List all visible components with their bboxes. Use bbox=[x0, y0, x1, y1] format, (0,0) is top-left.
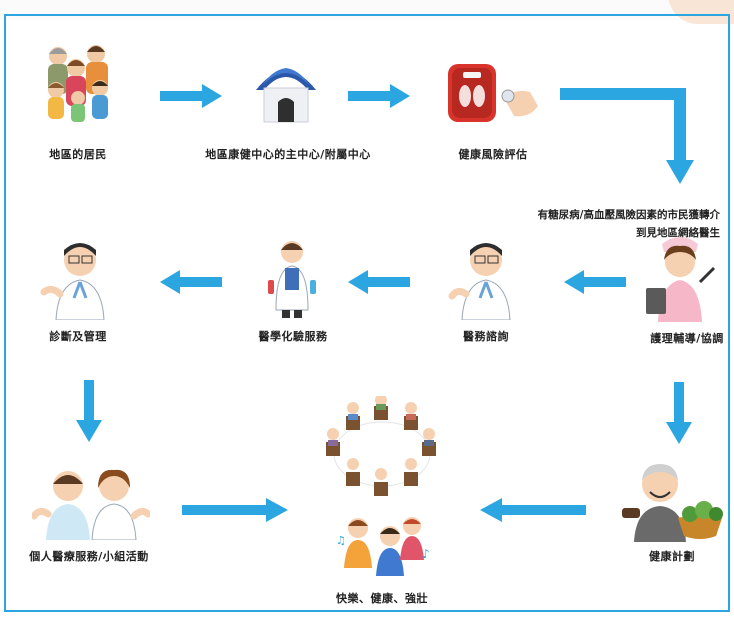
node-lab-services: 醫學化驗服務 bbox=[258, 330, 328, 343]
elderly-vegetables-icon bbox=[622, 464, 723, 542]
node-diagnosis: 診斷及管理 bbox=[49, 330, 107, 343]
happy-children-icon: ♪ ♫ bbox=[336, 517, 430, 576]
referral-note: 有糖尿病/高血壓風險因素的市民獲轉介 到見地區網絡醫生 bbox=[470, 206, 720, 242]
node-doctor-consult: 醫務諮詢 bbox=[463, 330, 509, 343]
arrow-elbow-down bbox=[560, 88, 694, 184]
patients-icon bbox=[32, 469, 150, 540]
node-nurse: 護理輔導/協調 bbox=[650, 332, 724, 345]
node-health-center: 地區康健中心的主中心/附屬中心 bbox=[205, 148, 371, 161]
arrow-left-1 bbox=[160, 270, 222, 294]
arrow-down-right bbox=[666, 382, 692, 444]
arrow-right-2 bbox=[348, 84, 410, 108]
node-individual-services: 個人醫療服務/小組活動 bbox=[29, 550, 149, 563]
arrow-down-left bbox=[76, 380, 102, 442]
node-health-plan: 健康計劃 bbox=[649, 550, 695, 563]
family-icon bbox=[48, 45, 108, 122]
house-icon bbox=[256, 68, 316, 123]
scale-icon bbox=[448, 64, 538, 122]
diagram-frame bbox=[4, 14, 730, 612]
lab-doctor-icon bbox=[268, 241, 316, 318]
doctor-icon bbox=[40, 243, 105, 320]
nurse-icon bbox=[646, 237, 716, 322]
svg-text:♫: ♫ bbox=[336, 534, 346, 547]
node-risk-assessment: 健康風險評估 bbox=[458, 148, 528, 161]
group-circle-icon bbox=[326, 396, 436, 496]
svg-text:♪: ♪ bbox=[422, 547, 430, 561]
arrow-left-4 bbox=[480, 498, 586, 522]
arrow-right-1 bbox=[160, 84, 222, 108]
doctor-icon bbox=[448, 243, 511, 320]
arrow-left-2 bbox=[348, 270, 410, 294]
node-residents: 地區的居民 bbox=[49, 148, 107, 161]
node-outcome: 快樂、健康、強壯 bbox=[336, 592, 428, 605]
referral-note-line-1: 有糖尿病/高血壓風險因素的市民獲轉介 bbox=[537, 209, 720, 221]
arrow-right-3 bbox=[182, 498, 288, 522]
arrow-left-3 bbox=[564, 270, 626, 294]
referral-note-line-2: 到見地區網絡醫生 bbox=[636, 227, 720, 239]
